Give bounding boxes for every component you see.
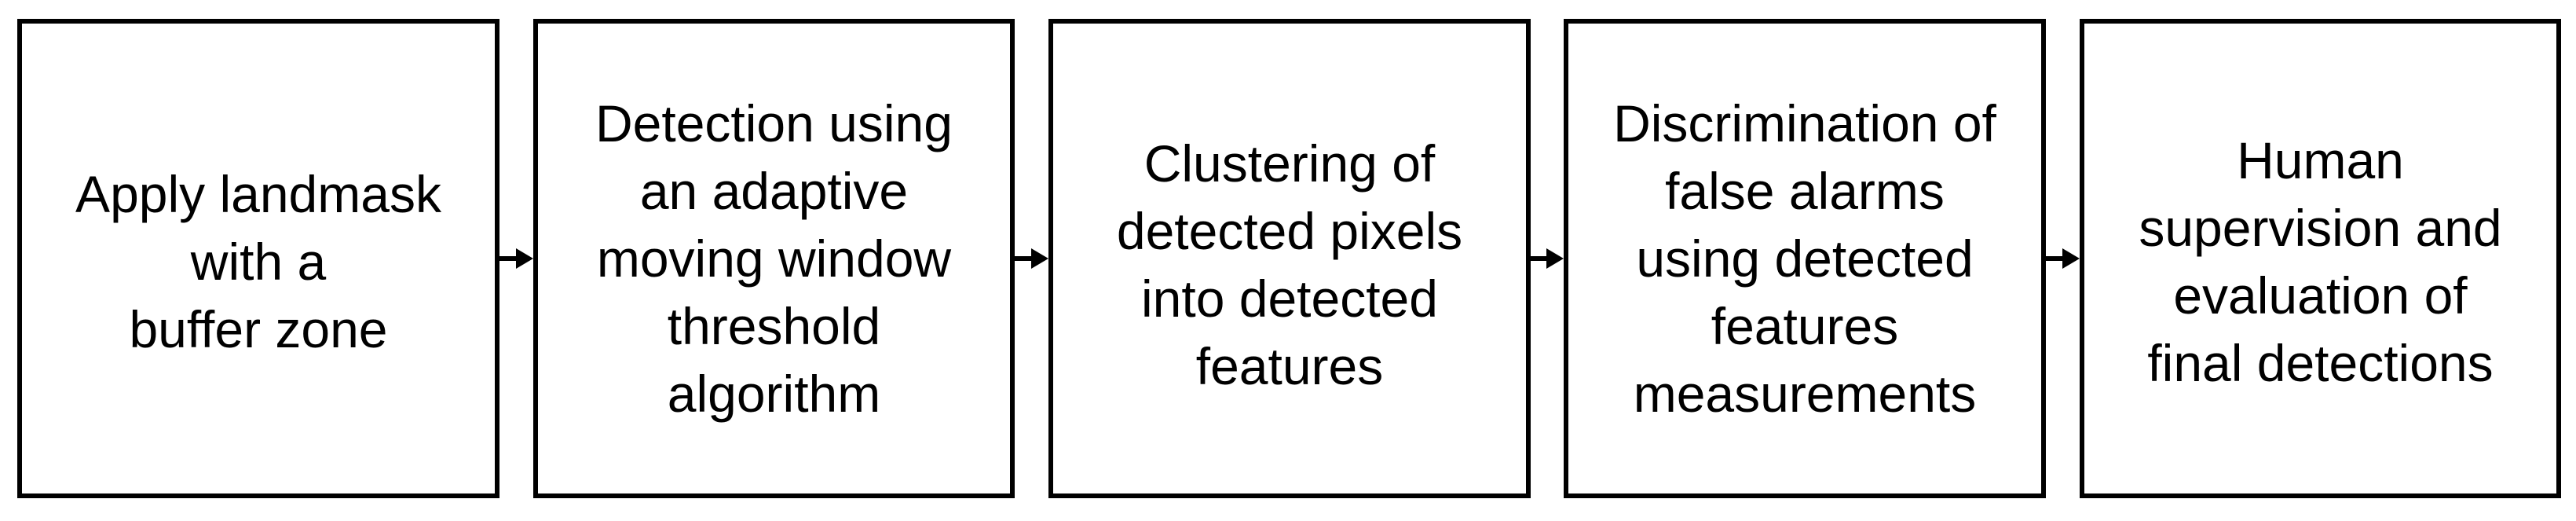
step-label-apply-landmask: Apply landmask with a buffer zone <box>75 165 441 358</box>
arrow-3-to-4 <box>1531 248 1564 269</box>
step-box-human-supervision: Human supervision and evaluation of fina… <box>2080 19 2561 498</box>
step-box-discrimination: Discrimination of false alarms using det… <box>1564 19 2046 498</box>
step-box-apply-landmask: Apply landmask with a buffer zone <box>17 19 499 498</box>
arrow-2-to-3 <box>1015 248 1048 269</box>
step-label-detection: Detection using an adaptive moving windo… <box>595 94 953 423</box>
step-label-clustering: Clustering of detected pixels into detec… <box>1116 134 1463 395</box>
step-box-detection: Detection using an adaptive moving windo… <box>533 19 1015 498</box>
step-label-human-supervision: Human supervision and evaluation of fina… <box>2139 131 2502 392</box>
arrow-1-to-2 <box>499 248 533 269</box>
step-label-discrimination: Discrimination of false alarms using det… <box>1613 94 1996 423</box>
step-box-clustering: Clustering of detected pixels into detec… <box>1048 19 1531 498</box>
arrow-4-to-5 <box>2046 248 2080 269</box>
